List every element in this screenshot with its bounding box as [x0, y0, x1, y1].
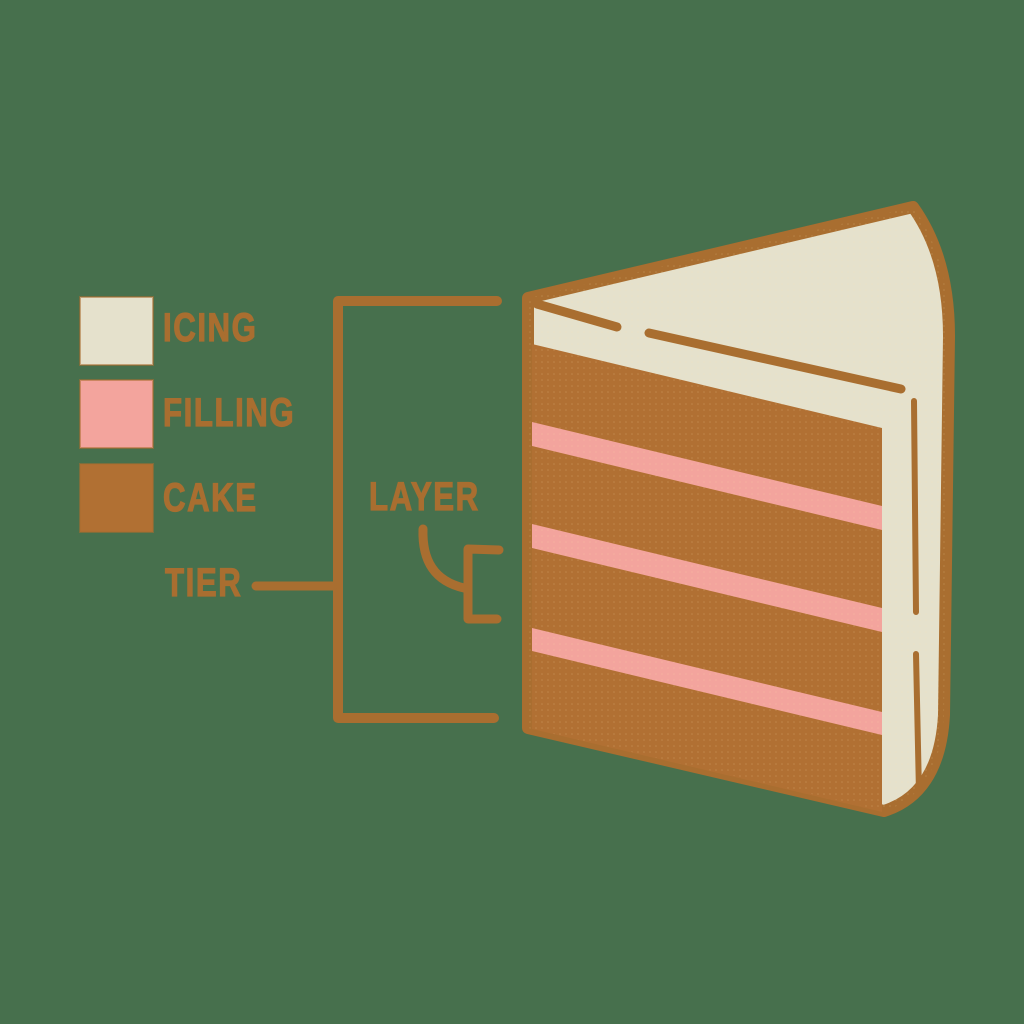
layer-connector-curve — [418, 524, 469, 593]
layer-bracket — [463, 544, 504, 624]
side-icing-stroke-2 — [913, 651, 922, 796]
top-edge-dash-2 — [644, 328, 906, 394]
icing-swatch — [79, 296, 154, 366]
annotation-lines — [251, 296, 504, 723]
cake-slice — [522, 201, 955, 817]
texture-overlay — [528, 207, 949, 811]
layer-label: LAYER — [369, 475, 480, 519]
legend-label-filling: FILLING — [163, 391, 296, 435]
filling-swatch — [79, 379, 154, 449]
tier-bracket — [333, 296, 502, 723]
side-icing-stroke-1 — [911, 398, 919, 615]
cake-swatch — [79, 463, 154, 533]
legend-label-icing: ICING — [163, 306, 258, 350]
legend-swatches — [79, 296, 154, 533]
top-edge-dash-1 — [532, 299, 622, 332]
tier-label: TIER — [165, 561, 243, 605]
legend-label-cake: CAKE — [163, 476, 258, 520]
